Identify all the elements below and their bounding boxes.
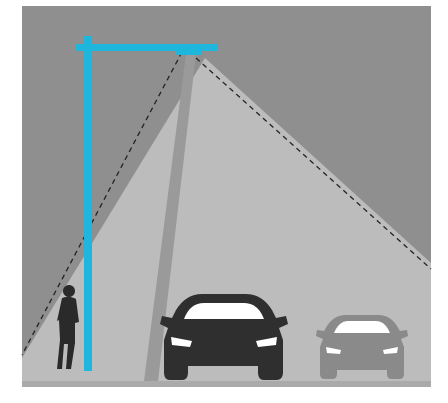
near-car-windshield — [184, 303, 264, 319]
car-front-icon — [316, 315, 408, 379]
far-car-windshield — [334, 321, 390, 333]
camera-head-icon — [176, 46, 202, 55]
pole-vertical — [84, 36, 92, 371]
